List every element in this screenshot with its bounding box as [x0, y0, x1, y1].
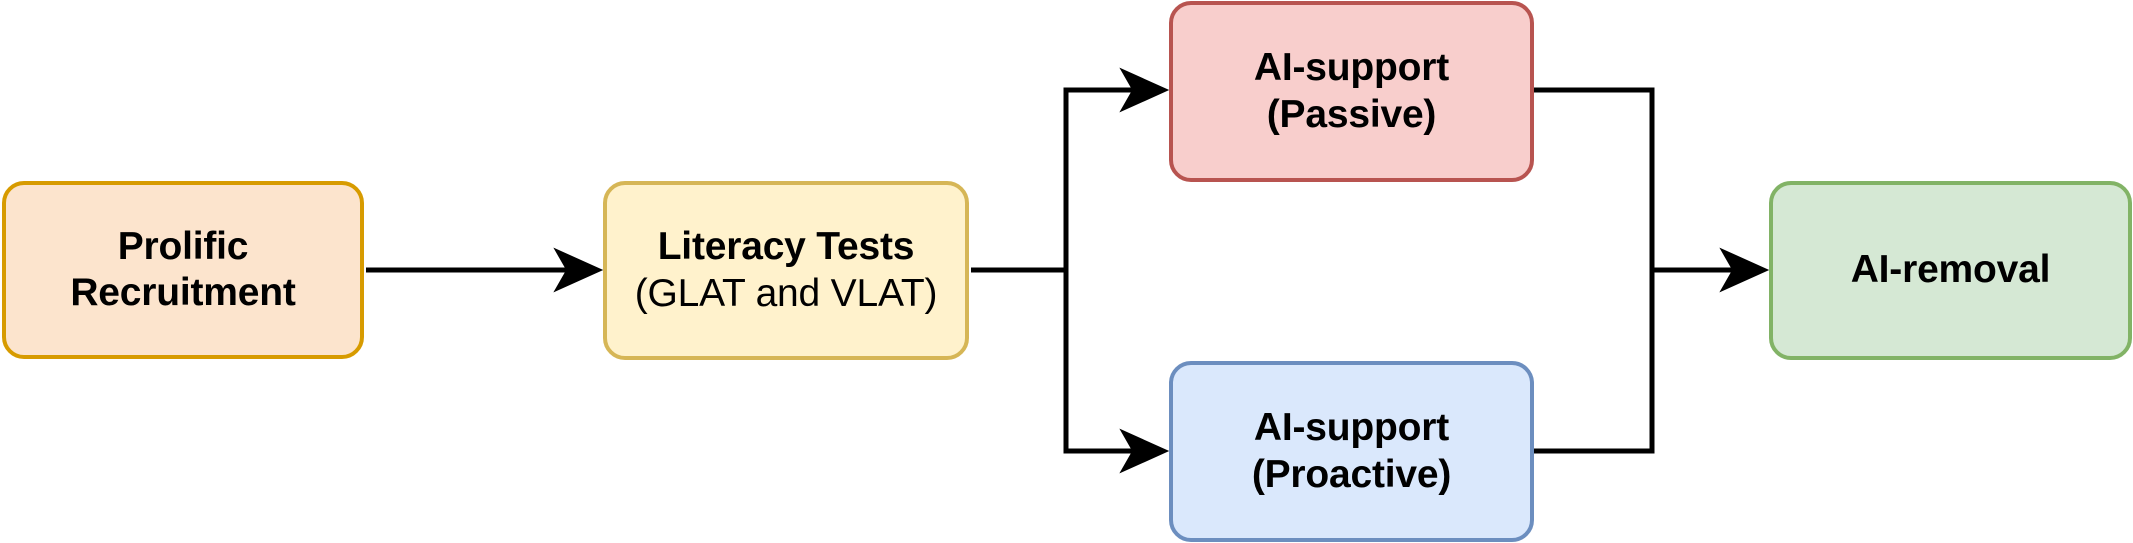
node-literacy-tests-line2: (GLAT and VLAT) [634, 271, 938, 315]
node-ai-support-passive[interactable]: AI-support (Passive) [1169, 1, 1534, 182]
node-ai-support-proactive-line2: (Proactive) [1251, 452, 1452, 496]
node-prolific-recruitment[interactable]: Prolific Recruitment [2, 181, 364, 359]
node-ai-support-passive-line1: AI-support [1253, 46, 1450, 90]
node-ai-removal-line1: AI-removal [1850, 248, 2051, 292]
node-ai-support-proactive-line1: AI-support [1253, 406, 1450, 450]
node-literacy-tests-line1: Literacy Tests [657, 225, 915, 269]
node-prolific-recruitment-line1: Prolific [117, 224, 249, 268]
node-ai-support-proactive[interactable]: AI-support (Proactive) [1169, 361, 1534, 542]
edge-literacy-to-passive [1063, 67, 1170, 270]
node-ai-support-passive-line2: (Passive) [1266, 92, 1437, 136]
node-literacy-tests[interactable]: Literacy Tests (GLAT and VLAT) [603, 181, 969, 360]
edge-literacy-to-proactive [1063, 270, 1170, 474]
edge-passive-to-removal [1534, 87, 1655, 270]
node-ai-removal[interactable]: AI-removal [1769, 181, 2132, 360]
node-prolific-recruitment-line2: Recruitment [70, 271, 296, 314]
edge-proactive-to-removal [1534, 270, 1655, 454]
